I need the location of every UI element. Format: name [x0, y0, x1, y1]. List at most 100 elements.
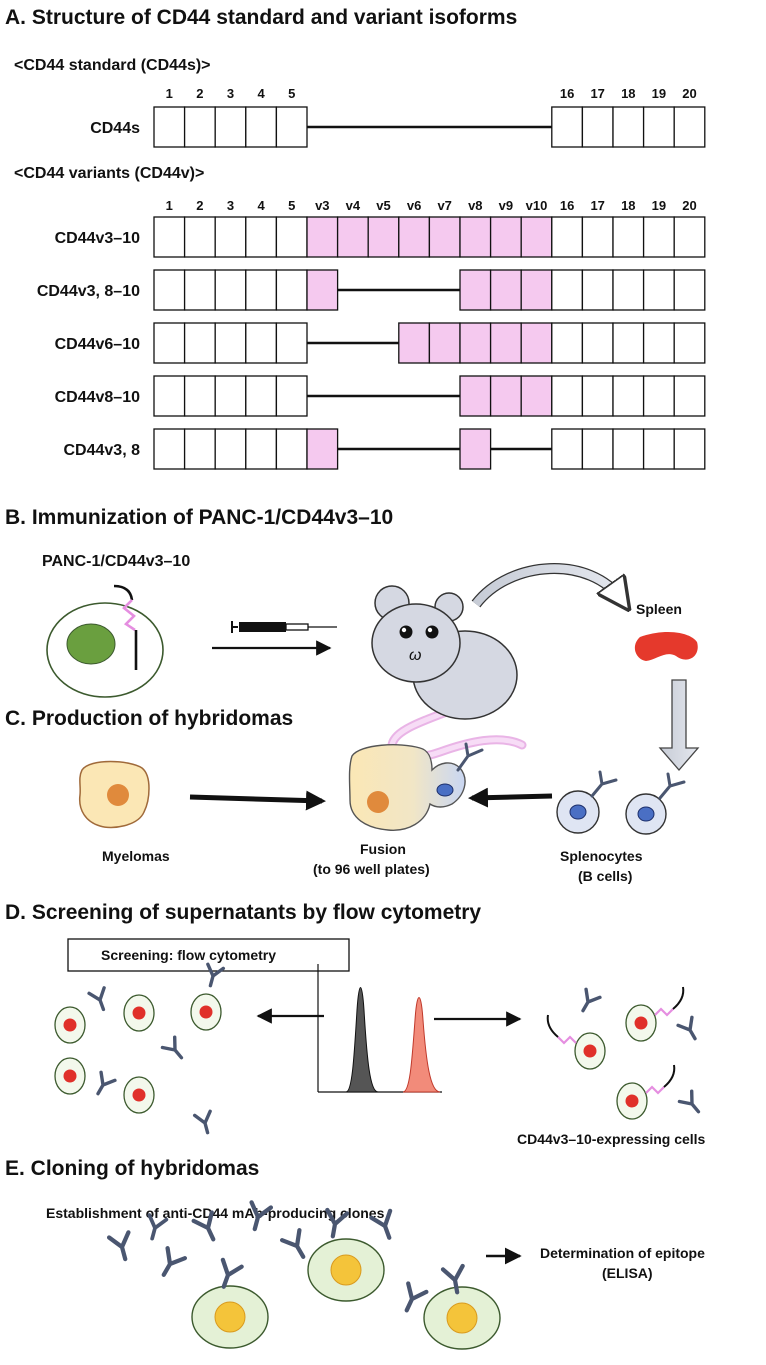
constant-exon [275, 322, 308, 364]
elisa-label: (ELISA) [602, 1265, 653, 1281]
exon-number: 1 [166, 198, 173, 213]
constant-exon [642, 106, 675, 148]
constant-exon [673, 216, 706, 258]
isoform-label: CD44s [90, 120, 140, 137]
standard-header: <CD44 standard (CD44s)> [14, 57, 211, 74]
isoform-label: CD44v6–10 [55, 336, 141, 353]
constant-exon [612, 428, 645, 470]
variant-exon [520, 322, 553, 364]
constant-exon [612, 322, 645, 364]
antibody-icon [369, 1208, 393, 1240]
constant-exon [551, 375, 584, 417]
constant-exon [183, 269, 216, 311]
spleen-icon [634, 631, 698, 661]
splenocytes-to-fusion-arrow [468, 787, 553, 808]
syringe-icon [231, 621, 337, 633]
exon-number: 16 [560, 86, 574, 101]
screening-box-label: Screening: flow cytometry [101, 947, 276, 963]
variant-exon [398, 322, 431, 364]
variant-exon [459, 216, 492, 258]
exon-number: 2 [196, 198, 203, 213]
exon-number: 20 [682, 86, 696, 101]
constant-exon [581, 375, 614, 417]
exon-number: 17 [590, 86, 604, 101]
positive-cells-group [546, 986, 701, 1120]
myeloma-to-fusion-arrow [189, 790, 326, 811]
bound-cd44-icon [645, 1064, 676, 1095]
section-e-title: E. Cloning of hybridomas [5, 1157, 259, 1180]
exon-number: 4 [257, 198, 265, 213]
exon-number: 20 [682, 198, 696, 213]
epitope-label: Determination of epitope [540, 1245, 705, 1261]
constant-exon [581, 322, 614, 364]
variant-exon [459, 375, 492, 417]
constant-exon [673, 322, 706, 364]
panc1-cell-icon [46, 584, 164, 698]
cell-icon [54, 1057, 86, 1095]
mouse-mouth: ω [409, 647, 421, 664]
constant-exon [275, 216, 308, 258]
antibody-icon [440, 1263, 465, 1295]
isoform-row: CD44v6–10 [55, 322, 706, 364]
cell-icon [190, 993, 222, 1031]
constant-exon [551, 216, 584, 258]
spleen-label: Spleen [636, 601, 682, 617]
variant-exon [489, 375, 522, 417]
antibody-icon [677, 1089, 701, 1114]
constant-exon [153, 375, 186, 417]
variant-exon [306, 428, 339, 470]
constant-exon [183, 428, 216, 470]
isoform-label: CD44v3, 8–10 [37, 283, 140, 300]
exon-number: v10 [526, 198, 548, 213]
constant-exon [612, 269, 645, 311]
exon-number: 19 [652, 198, 666, 213]
constant-exon [183, 375, 216, 417]
isoform-row: CD44s [90, 106, 706, 148]
section-a-title: A. Structure of CD44 standard and varian… [5, 6, 517, 29]
antibody-icon [96, 1070, 117, 1096]
panc1-label: PANC-1/CD44v3–10 [42, 553, 190, 570]
negative-cells-group [54, 962, 226, 1135]
exon-number: 17 [590, 198, 604, 213]
bound-cd44-icon [654, 986, 685, 1017]
fusion-note: (to 96 well plates) [313, 861, 430, 877]
isoform-row: CD44v3, 8 [64, 428, 706, 470]
hybridoma-clone-icon [307, 1238, 385, 1302]
to-spleen-arrow [472, 564, 622, 604]
constant-exon [275, 269, 308, 311]
exon-number: v6 [407, 198, 421, 213]
bound-cd44-icon [546, 1014, 577, 1045]
exon-number: v4 [346, 198, 361, 213]
exon-number: 3 [227, 86, 234, 101]
variant-exon [398, 216, 431, 258]
constant-exon [153, 216, 186, 258]
constant-exon [214, 322, 247, 364]
exon-number: v8 [468, 198, 482, 213]
constant-exon [275, 428, 308, 470]
variant-exon [428, 216, 461, 258]
constant-exon [214, 375, 247, 417]
variant-exon [336, 216, 369, 258]
myelomas-label: Myelomas [102, 848, 170, 864]
antibody-icon [191, 1210, 216, 1242]
constant-exon [245, 269, 278, 311]
constant-exon [214, 106, 247, 148]
variant-exon [520, 269, 553, 311]
splenocyte-cell-icon [625, 772, 686, 835]
constant-exon [673, 269, 706, 311]
constant-exon [673, 375, 706, 417]
isoform-row: CD44v3–10 [55, 216, 706, 258]
cell-icon [616, 1082, 648, 1120]
splenocytes-label: Splenocytes [560, 848, 643, 864]
constant-exon [581, 269, 614, 311]
antibody-icon [106, 1230, 131, 1262]
isoform-label: CD44v3, 8 [64, 442, 141, 459]
antibody-icon [676, 1015, 697, 1041]
variants-header: <CD44 variants (CD44v)> [14, 165, 204, 182]
variant-exon [428, 322, 461, 364]
variant-exon [520, 375, 553, 417]
positive-peak [402, 997, 441, 1093]
hybridoma-clone-icon [191, 1285, 269, 1349]
